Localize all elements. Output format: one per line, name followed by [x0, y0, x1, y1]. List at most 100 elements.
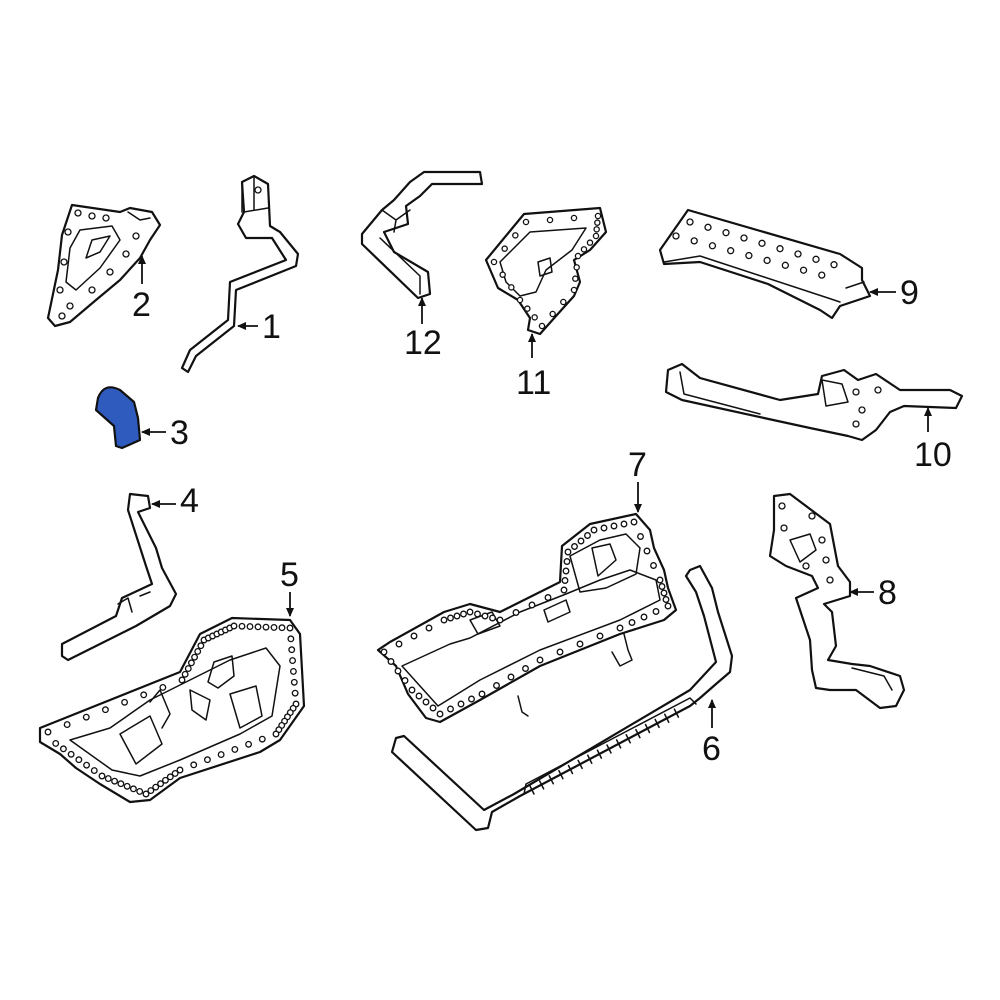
- mounting-hole: [161, 776, 169, 784]
- mounting-hole: [453, 612, 461, 620]
- mounting-hole: [781, 261, 789, 269]
- callout-label-11: 11: [516, 364, 551, 402]
- mounting-hole: [628, 619, 636, 626]
- mounting-hole: [270, 623, 278, 631]
- callout-3: 3: [141, 414, 189, 452]
- mounting-hole: [812, 255, 820, 263]
- part-12-bracket[interactable]: [360, 170, 484, 300]
- rack-tooth: [577, 759, 583, 770]
- mounting-hole: [254, 623, 262, 631]
- mounting-hole: [90, 767, 98, 775]
- mounting-hole: [600, 524, 608, 532]
- part-3-highlighted[interactable]: [94, 386, 142, 450]
- mounting-hole: [272, 730, 280, 738]
- mounting-hole: [181, 670, 189, 678]
- callout-7: 7: [628, 446, 647, 513]
- mounting-hole: [466, 608, 474, 616]
- mounting-hole: [147, 787, 155, 795]
- mounting-hole: [763, 256, 771, 265]
- mounting-hole: [660, 589, 668, 597]
- mounting-hole: [562, 567, 570, 575]
- mounting-hole: [664, 602, 672, 610]
- mounting-hole: [584, 532, 591, 539]
- rack-tooth: [635, 728, 641, 739]
- rack-tooth: [548, 775, 554, 785]
- mounting-hole: [217, 751, 225, 759]
- mounting-hole: [577, 537, 585, 545]
- rack-tooth: [625, 734, 631, 744]
- mounting-hole: [573, 264, 580, 271]
- mounting-hole: [203, 756, 211, 764]
- callout-5: 5: [280, 556, 299, 617]
- rack-tooth: [596, 749, 603, 759]
- mounting-hole: [67, 750, 75, 758]
- mounting-hole: [291, 689, 299, 697]
- mounting-hole: [563, 558, 571, 565]
- mounting-hole: [590, 526, 598, 534]
- mounting-hole: [447, 614, 454, 622]
- mounting-hole: [572, 275, 579, 282]
- mounting-hole: [289, 667, 297, 675]
- part-2-bracket[interactable]: [46, 203, 162, 328]
- mounting-hole: [481, 612, 489, 620]
- mounting-hole: [745, 251, 753, 260]
- mounting-hole: [536, 656, 544, 664]
- mounting-hole: [194, 647, 202, 655]
- part-6-rod[interactable]: [390, 564, 734, 832]
- mounting-hole: [538, 322, 546, 330]
- mounting-hole: [121, 698, 129, 706]
- mounting-hole: [171, 769, 179, 777]
- part-10-arm[interactable]: [664, 362, 964, 442]
- mounting-hole: [561, 577, 569, 584]
- mounting-hole: [440, 616, 448, 624]
- rack-tooth: [615, 739, 622, 749]
- mounting-hole: [549, 310, 556, 318]
- mounting-hole: [818, 271, 826, 279]
- mounting-hole: [457, 700, 465, 708]
- mounting-hole: [44, 728, 52, 736]
- mounting-hole: [776, 245, 784, 253]
- mounting-hole: [594, 219, 601, 226]
- mounting-hole: [415, 692, 423, 700]
- callout-label-1: 1: [262, 308, 281, 346]
- mounting-hole: [592, 232, 600, 240]
- mounting-hole: [140, 691, 148, 699]
- part-11-bracket[interactable]: [484, 206, 608, 336]
- mounting-hole: [468, 695, 475, 703]
- mounting-hole: [570, 214, 578, 222]
- mounting-hole: [686, 218, 694, 226]
- part-4-rail[interactable]: [60, 492, 178, 662]
- mounting-hole: [75, 756, 83, 764]
- mounting-hole: [528, 601, 536, 609]
- mounting-hole: [830, 261, 838, 269]
- mounting-hole: [650, 562, 657, 569]
- mounting-hole: [447, 705, 454, 713]
- callout-8: 8: [849, 574, 897, 612]
- mounting-hole: [708, 242, 717, 250]
- mounting-hole: [190, 761, 198, 769]
- mounting-hole: [620, 520, 628, 528]
- mounting-hole: [63, 721, 71, 729]
- part-1-rod[interactable]: [180, 174, 300, 374]
- mounting-hole: [401, 677, 409, 684]
- mounting-hole: [98, 772, 106, 780]
- mounting-hole: [425, 624, 433, 632]
- part-9-plate[interactable]: [658, 208, 872, 320]
- mounting-hole: [142, 790, 150, 798]
- mounting-hole: [82, 713, 90, 721]
- part-7-frame[interactable]: [376, 512, 678, 724]
- part-5-tray[interactable]: [38, 616, 306, 804]
- mounting-hole: [129, 785, 137, 793]
- mounting-hole: [740, 234, 748, 242]
- mounting-hole: [512, 609, 520, 616]
- mounting-hole: [474, 610, 481, 618]
- callout-label-12: 12: [404, 324, 442, 362]
- mounting-hole: [546, 216, 554, 224]
- mounting-hole: [690, 237, 698, 245]
- mounting-hole: [596, 632, 604, 640]
- mounting-hole: [524, 305, 531, 312]
- rack-tooth: [558, 769, 564, 780]
- callout-label-6: 6: [702, 730, 721, 768]
- mounting-hole: [637, 533, 644, 540]
